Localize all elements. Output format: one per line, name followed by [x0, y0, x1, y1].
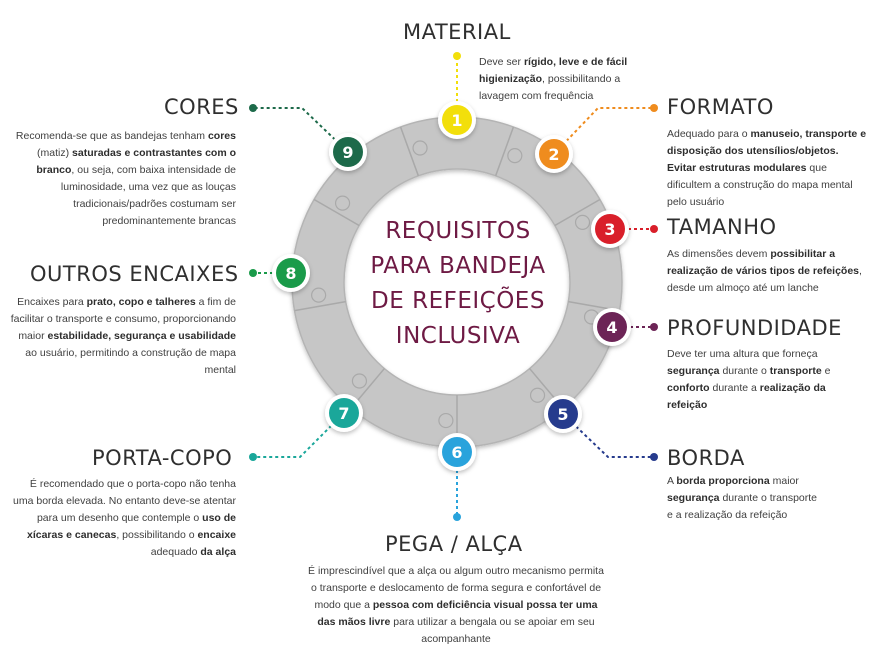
badge-fill: [333, 137, 363, 167]
puzzle-knob: [574, 214, 591, 230]
badge-fill: [548, 399, 578, 429]
heading-pega-alca: PEGA / ALÇA: [385, 532, 523, 556]
connector-dot-2: [650, 104, 658, 112]
heading-borda: BORDA: [667, 446, 745, 470]
heading-outros-encaixes: OUTROS ENCAIXES: [30, 262, 239, 286]
puzzle-knob: [412, 140, 428, 156]
connector-dot-8: [249, 269, 257, 277]
puzzle-seam: [294, 300, 346, 312]
badge-fill: [442, 105, 472, 135]
heading-tamanho: TAMANHO: [667, 215, 777, 239]
heading-profundidade: PROFUNDIDADE: [667, 316, 842, 340]
center-title-line-3: DE REFEIÇÕES: [371, 288, 545, 314]
badge-number: 9: [342, 143, 353, 162]
puzzle-knob: [438, 412, 454, 429]
connector-dot-9: [249, 104, 257, 112]
badge-number: 2: [548, 145, 559, 164]
connector-dot-6: [453, 513, 461, 521]
connector-line-9: [253, 107, 349, 153]
center-title-line-2: PARA BANDEJA: [370, 253, 546, 279]
desc-material: Deve ser rígido, leve e de fácil higieni…: [479, 56, 628, 102]
center-title: REQUISITOS PARA BANDEJA DE REFEIÇÕES INC…: [361, 214, 555, 354]
badge-number: 5: [557, 405, 568, 424]
puzzle-knob: [351, 373, 368, 389]
heading-cores: CORES: [164, 95, 239, 119]
badge-fill: [539, 139, 569, 169]
puzzle-seam: [313, 198, 360, 227]
puzzle-knob: [334, 195, 351, 211]
puzzle-seam: [399, 126, 420, 177]
badge-fill: [329, 398, 359, 428]
badge-number: 6: [451, 443, 462, 462]
badge-number: 3: [604, 220, 615, 239]
puzzle-knob: [311, 287, 327, 303]
badge-fill: [442, 437, 472, 467]
puzzle-seam: [554, 198, 601, 227]
connector-dot-7: [249, 453, 257, 461]
heading-porta-copo: PORTA-COPO: [92, 446, 233, 470]
badge-1: 1: [438, 101, 476, 139]
badge-fill: [597, 312, 627, 342]
connector-dot-1: [453, 52, 461, 60]
badge-number: 4: [606, 318, 617, 337]
heading-formato: FORMATO: [667, 95, 774, 119]
connector-dot-4: [650, 323, 658, 331]
badge-5: 5: [544, 395, 582, 433]
badge-fill: [276, 258, 306, 288]
badge-number: 8: [285, 264, 296, 283]
badge-7: 7: [325, 394, 363, 432]
puzzle-knob: [507, 147, 523, 164]
badge-8: 8: [272, 254, 310, 292]
connector-lines: [249, 52, 658, 521]
badge-9: 9: [329, 133, 367, 171]
badge-6: 6: [438, 433, 476, 471]
number-badges: 1 2 3 4 5 6 7 8 9: [272, 101, 631, 471]
puzzle-knob: [529, 387, 546, 403]
heading-material: MATERIAL: [403, 20, 511, 44]
connector-line-7: [253, 412, 345, 458]
connector-dot-3: [650, 225, 658, 233]
desc-formato: Adequado para o manuseio, transporte e d…: [667, 128, 867, 208]
badge-number: 1: [451, 111, 462, 130]
desc-cores: Recomenda-se que as bandejas tenham core…: [15, 130, 236, 227]
badge-fill: [595, 214, 625, 244]
desc-profundidade: Deve ter uma altura que forneça seguranç…: [667, 348, 831, 411]
badge-3: 3: [591, 210, 629, 248]
center-title-line-4: INCLUSIVA: [395, 323, 521, 349]
desc-porta-copo: É recomendado que o porta-copo não tenha…: [13, 478, 236, 558]
desc-tamanho: As dimensões devem possibilitar a realiz…: [667, 248, 862, 294]
connector-dot-5: [650, 453, 658, 461]
desc-pega-alca: É imprescindível que a alça ou algum out…: [308, 565, 604, 645]
desc-borda: A borda proporciona maior segurança dura…: [667, 475, 818, 521]
center-title-line-1: REQUISITOS: [385, 218, 531, 244]
puzzle-seams: [294, 126, 620, 447]
badge-4: 4: [593, 308, 631, 346]
badge-2: 2: [535, 135, 573, 173]
desc-outros-encaixes: Encaixes para prato, copo e talheres a f…: [10, 296, 236, 376]
connector-line-5: [562, 413, 654, 458]
puzzle-seam: [494, 126, 515, 177]
badge-number: 7: [338, 404, 349, 423]
